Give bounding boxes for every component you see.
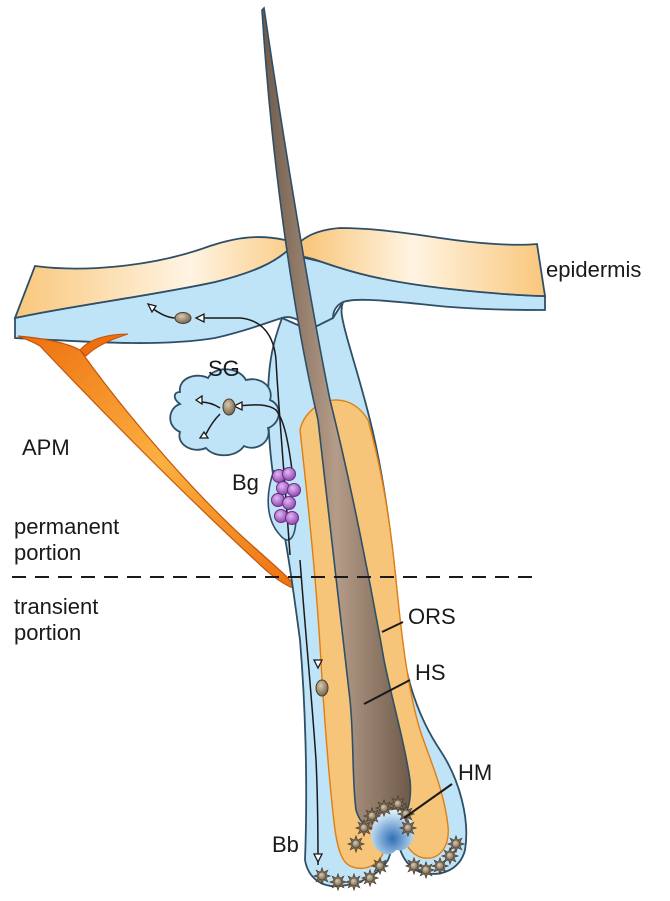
- label-permanent-line2: portion: [14, 540, 81, 566]
- label-sebaceous-gland: SG: [208, 356, 240, 382]
- spiky-cell-icon: [448, 836, 464, 852]
- spiky-cell-icon: [346, 874, 362, 890]
- spiky-cell-icon: [376, 800, 392, 816]
- spiky-cell-icon: [314, 868, 330, 884]
- label-hair-matrix: HM: [458, 760, 492, 786]
- spiky-cell-icon: [364, 808, 380, 824]
- spiky-cell-icon: [362, 870, 378, 886]
- label-transient-line2: portion: [14, 620, 81, 646]
- spiky-cell-icon: [406, 858, 422, 874]
- spiky-cell-icon: [372, 858, 388, 874]
- spiky-cell-icon: [330, 874, 346, 890]
- label-hair-shaft: HS: [415, 660, 446, 686]
- label-permanent-line1: permanent: [14, 514, 119, 540]
- label-arrector-pili-muscle: APM: [22, 435, 70, 461]
- label-transient-line1: transient: [14, 594, 98, 620]
- spiky-cell-icon: [356, 820, 372, 836]
- spiky-cell-icon: [418, 862, 434, 878]
- label-outer-root-sheath: ORS: [408, 604, 456, 630]
- spiky-cell-icon: [400, 820, 416, 836]
- stem-cell: [283, 497, 296, 510]
- label-bulge: Bg: [232, 470, 259, 496]
- stem-cell: [283, 468, 296, 481]
- label-epidermis: epidermis: [546, 257, 641, 283]
- migrating-cell-epidermis: [175, 313, 191, 324]
- migrating-cell-lower: [316, 680, 328, 696]
- label-bulb: Bb: [272, 832, 299, 858]
- migrating-cell-sg: [223, 399, 235, 415]
- spiky-cell-icon: [398, 806, 414, 822]
- stem-cell: [286, 512, 299, 525]
- stem-cell: [288, 484, 301, 497]
- spiky-cell-icon: [348, 836, 364, 852]
